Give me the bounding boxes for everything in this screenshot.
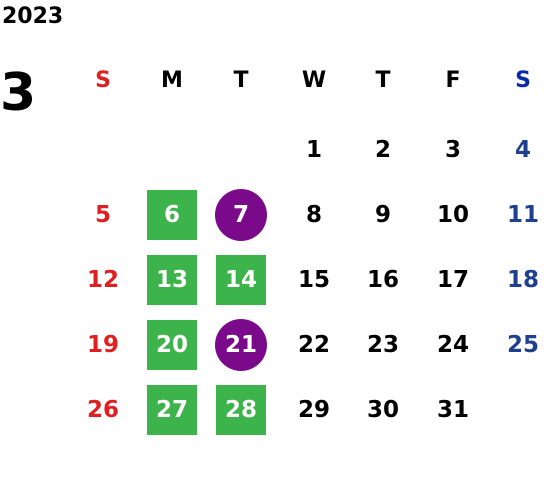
weekday-wednesday: W bbox=[301, 68, 327, 93]
weekday-sunday: S bbox=[95, 68, 111, 93]
date-4[interactable]: 4 bbox=[514, 137, 531, 163]
date-8[interactable]: 8 bbox=[305, 202, 322, 228]
date-3[interactable]: 3 bbox=[444, 137, 461, 163]
date-11[interactable]: 11 bbox=[506, 202, 539, 228]
date-15[interactable]: 15 bbox=[297, 267, 330, 293]
date-24[interactable]: 24 bbox=[436, 332, 469, 358]
date-20[interactable]: 20 bbox=[147, 320, 197, 370]
date-13[interactable]: 13 bbox=[147, 255, 197, 305]
date-19[interactable]: 19 bbox=[86, 332, 119, 358]
weekday-thursday: T bbox=[375, 68, 391, 93]
date-6[interactable]: 6 bbox=[147, 190, 197, 240]
date-18[interactable]: 18 bbox=[506, 267, 539, 293]
date-29[interactable]: 29 bbox=[297, 397, 330, 423]
date-22[interactable]: 22 bbox=[297, 332, 330, 358]
date-12[interactable]: 12 bbox=[86, 267, 119, 293]
date-23[interactable]: 23 bbox=[366, 332, 399, 358]
date-27[interactable]: 27 bbox=[147, 385, 197, 435]
date-16[interactable]: 16 bbox=[366, 267, 399, 293]
date-14[interactable]: 14 bbox=[216, 255, 266, 305]
date-28[interactable]: 28 bbox=[216, 385, 266, 435]
date-10[interactable]: 10 bbox=[436, 202, 469, 228]
date-21[interactable]: 21 bbox=[215, 319, 267, 371]
date-26[interactable]: 26 bbox=[86, 397, 119, 423]
weekday-monday: M bbox=[161, 68, 183, 93]
calendar-month: 3 bbox=[0, 63, 37, 123]
date-2[interactable]: 2 bbox=[374, 137, 391, 163]
date-17[interactable]: 17 bbox=[436, 267, 469, 293]
date-5[interactable]: 5 bbox=[94, 202, 111, 228]
date-9[interactable]: 9 bbox=[374, 202, 391, 228]
date-1[interactable]: 1 bbox=[305, 137, 322, 163]
weekday-tuesday: T bbox=[233, 68, 249, 93]
weekday-saturday: S bbox=[515, 68, 531, 93]
date-31[interactable]: 31 bbox=[436, 397, 469, 423]
calendar-year: 2023 bbox=[2, 4, 64, 29]
date-25[interactable]: 25 bbox=[506, 332, 539, 358]
date-30[interactable]: 30 bbox=[366, 397, 399, 423]
date-7[interactable]: 7 bbox=[215, 189, 267, 241]
weekday-friday: F bbox=[445, 68, 461, 93]
